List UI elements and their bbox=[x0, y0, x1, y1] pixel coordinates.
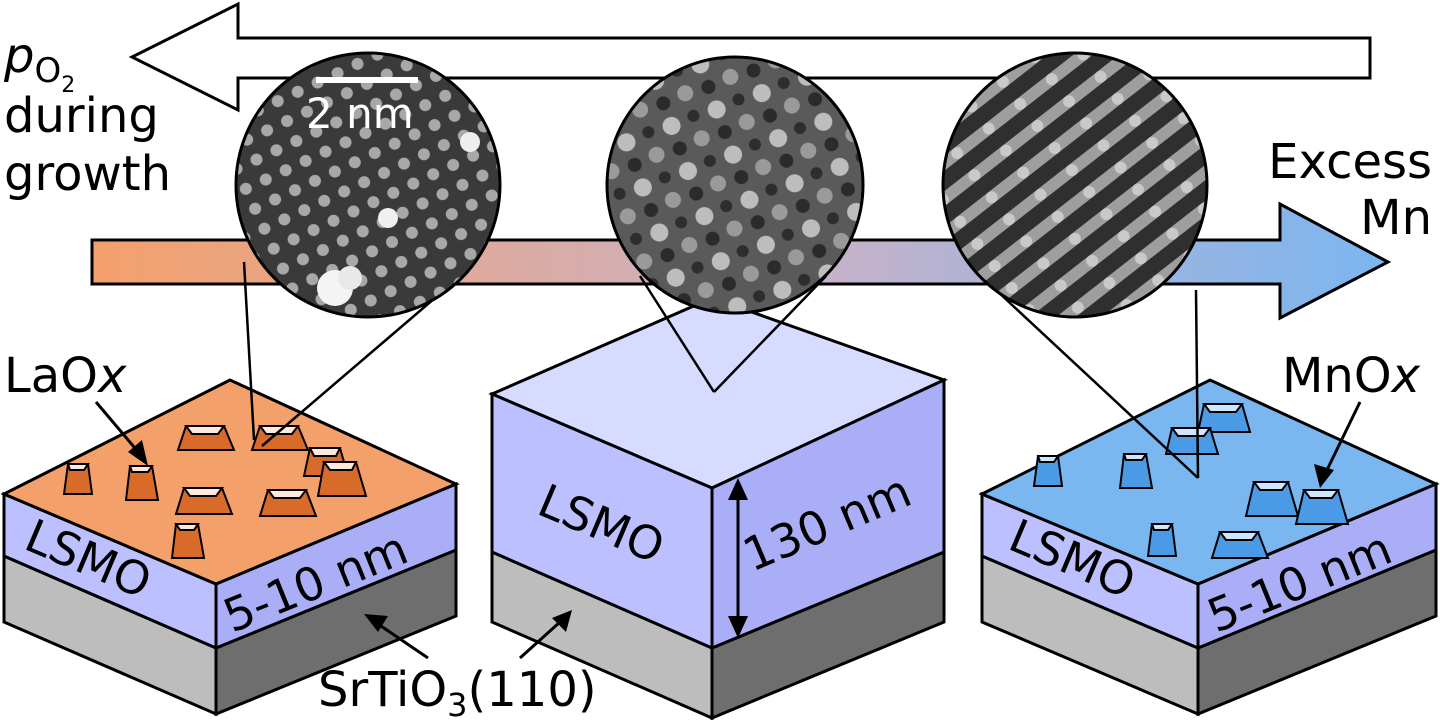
mnox-pointer bbox=[1314, 401, 1362, 488]
substrate-label: SrTiO3(110) bbox=[318, 662, 597, 720]
middle-thickness-arrow bbox=[728, 478, 748, 638]
mnox-label: MnOx bbox=[1282, 348, 1421, 404]
laox-particles bbox=[62, 425, 368, 559]
zoom-lines bbox=[242, 261, 1200, 479]
scale-bar-label: 2 nm bbox=[306, 89, 414, 138]
right-sample: LSMO 5-10 nm MnOx bbox=[978, 348, 1440, 717]
laox-pointer bbox=[94, 401, 148, 466]
left-film-top bbox=[0, 378, 460, 586]
scale-bar: 2 nm bbox=[306, 77, 418, 138]
laox-label: LaOx bbox=[4, 348, 127, 404]
substrate-pointer-left bbox=[364, 614, 429, 660]
stm-image-left bbox=[234, 51, 502, 319]
po2-label: pO2 bbox=[3, 28, 75, 98]
middle-sample: LSMO 130 nm bbox=[488, 296, 948, 720]
po2-label-line2: growth bbox=[4, 146, 171, 202]
po2-label-line1: during bbox=[4, 88, 159, 144]
middle-film-side bbox=[710, 377, 946, 651]
excess-mn-label-line1: Excess bbox=[1268, 134, 1432, 190]
stm-image-middle bbox=[605, 55, 865, 315]
mnox-particles bbox=[1032, 403, 1350, 559]
left-sample: LSMO 5-10 nm LaOx bbox=[0, 348, 460, 717]
excess-mn-label-line2: Mn bbox=[1360, 190, 1432, 246]
substrate-pointer-right bbox=[518, 610, 572, 660]
stm-image-right bbox=[941, 51, 1209, 319]
